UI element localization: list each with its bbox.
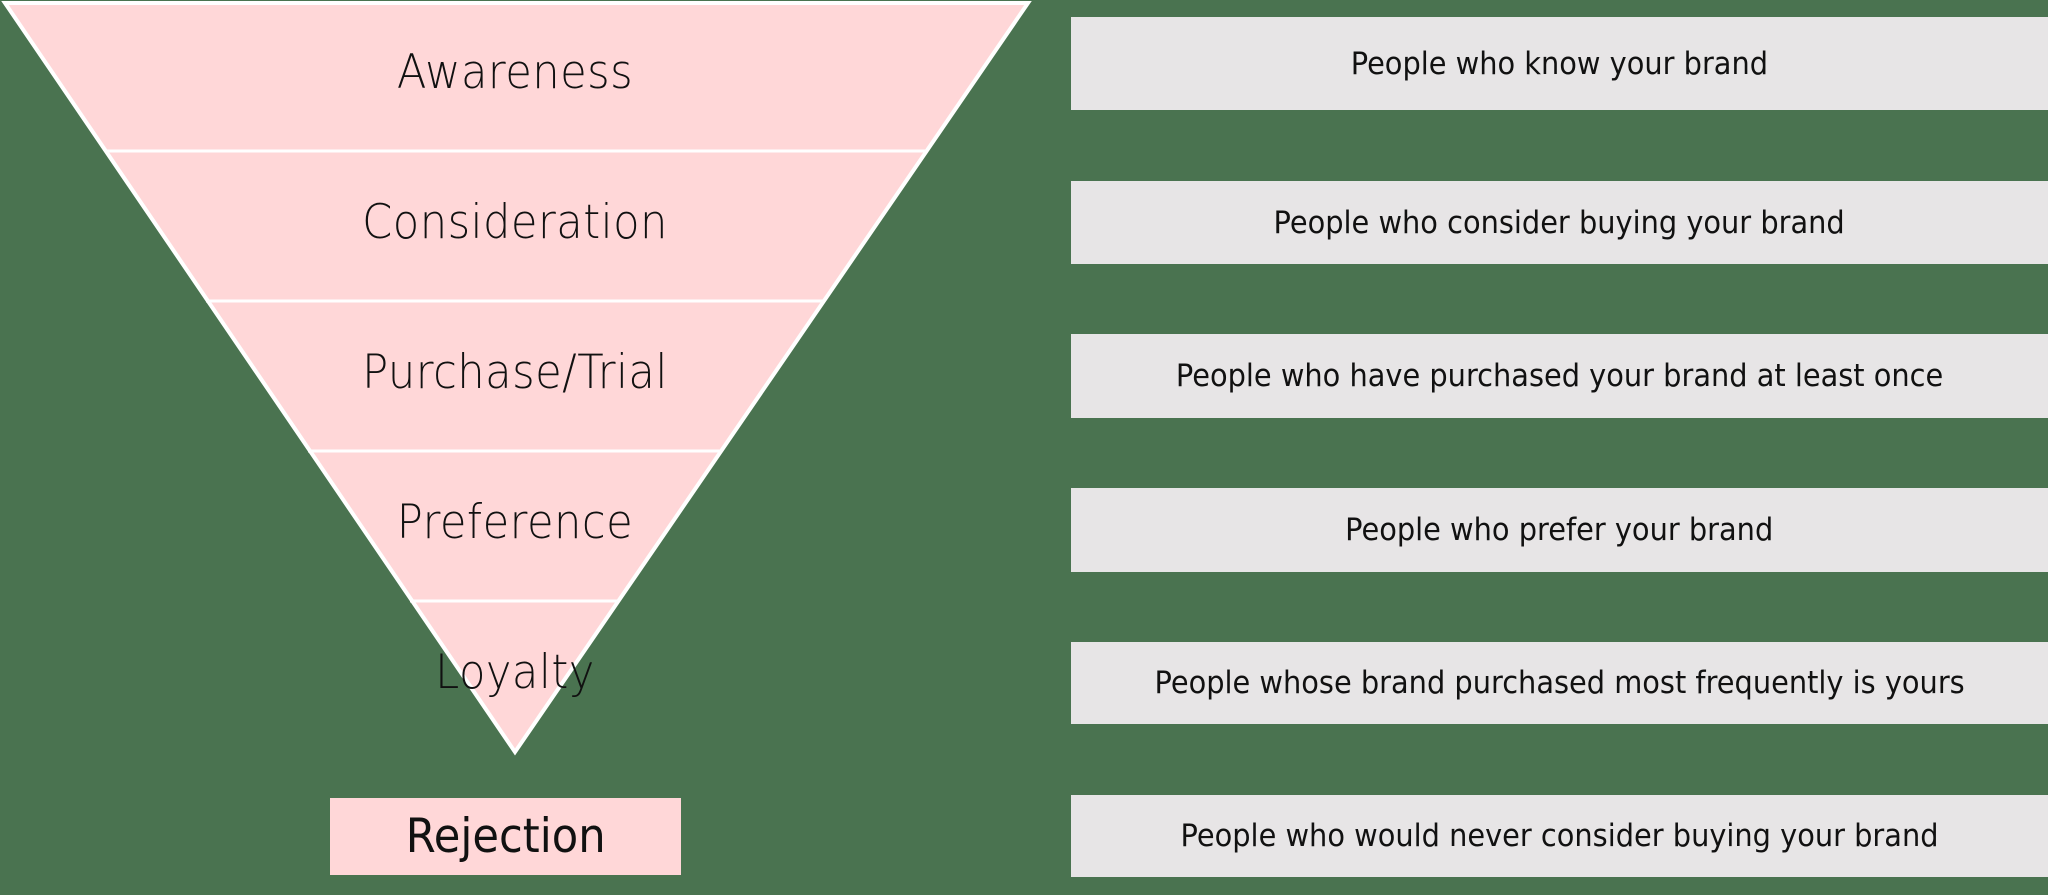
description-purchase-trial: People who have purchased your brand at … xyxy=(1071,334,2048,418)
stage-label-consideration: Consideration xyxy=(362,195,668,250)
stage-label-preference: Preference xyxy=(396,495,634,550)
stage-label-awareness: Awareness xyxy=(396,45,634,100)
rejection-label: Rejection xyxy=(405,809,606,864)
stage-label-purchase-trial: Purchase/Trial xyxy=(362,345,668,400)
description-preference: People who prefer your brand xyxy=(1071,488,2048,572)
description-text: People whose brand purchased most freque… xyxy=(1154,665,1965,701)
description-text: People who know your brand xyxy=(1350,45,1769,82)
stage-label-loyalty: Loyalty xyxy=(435,645,595,700)
description-awareness: People who know your brand xyxy=(1071,17,2048,110)
description-text: People who prefer your brand xyxy=(1345,512,1774,548)
funnel-diagram xyxy=(1,0,1032,756)
description-text: People who consider buying your brand xyxy=(1273,204,1846,241)
description-loyalty: People whose brand purchased most freque… xyxy=(1071,642,2048,724)
rejection-box: Rejection xyxy=(330,798,681,875)
description-consideration: People who consider buying your brand xyxy=(1071,181,2048,264)
funnel-triangle xyxy=(1,0,1032,756)
description-text: People who have purchased your brand at … xyxy=(1175,358,1944,394)
description-rejection: People who would never consider buying y… xyxy=(1071,795,2048,877)
description-text: People who would never consider buying y… xyxy=(1180,818,1939,854)
